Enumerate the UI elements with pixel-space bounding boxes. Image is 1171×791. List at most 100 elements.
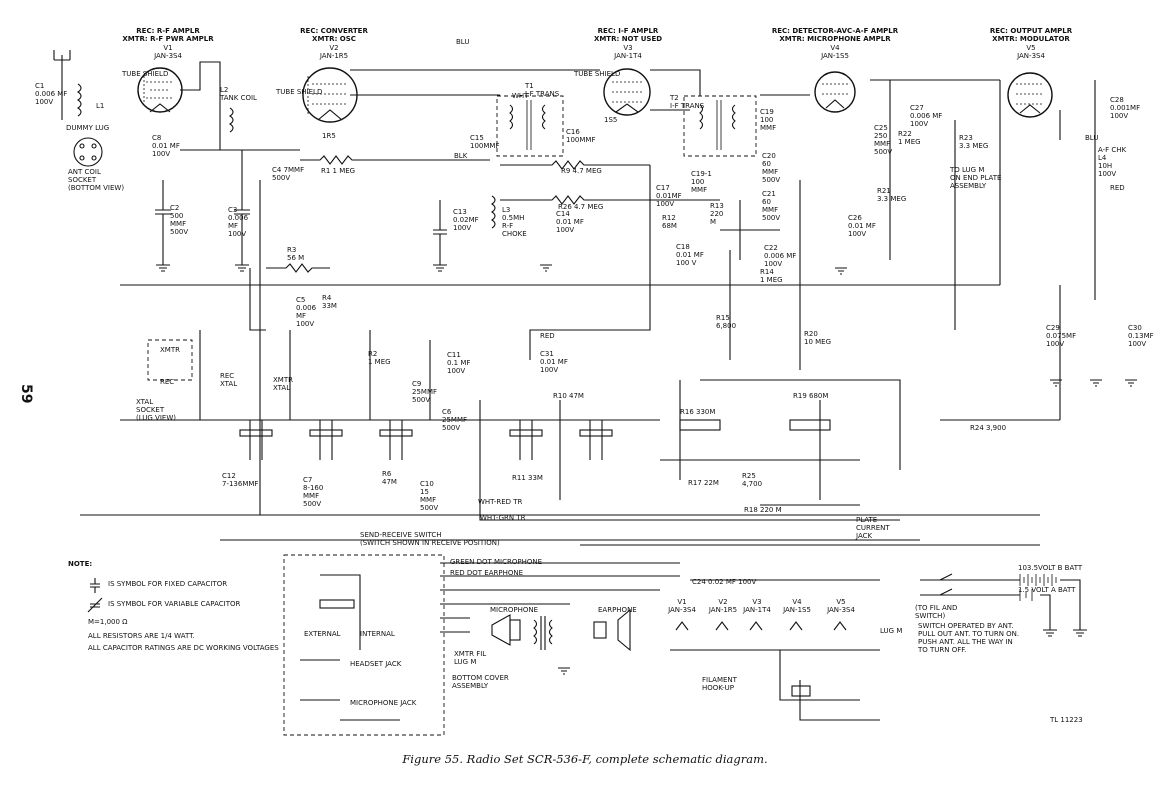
wht-grn-label: WHT-GRN TR: [480, 514, 526, 522]
v5-title1: REC: OUTPUT AMPLR: [990, 27, 1073, 35]
notes-block: NOTE: IS SYMBOL FOR FIXED CAPACITOR IS S…: [68, 560, 279, 652]
v3-title1: REC: I-F AMPLR: [598, 27, 659, 35]
r16-label: R16 330M: [680, 408, 715, 416]
figure-caption: Figure 55. Radio Set SCR-536-F, complete…: [401, 752, 767, 766]
tube-v2-symbol: TUBE SHIELD 1R5: [275, 67, 358, 140]
transformer-mic: [533, 616, 570, 675]
page-number: 59: [18, 384, 34, 403]
v4-title2: XMTR: MICROPHONE AMPLR: [779, 35, 891, 43]
v3-ref: V3: [623, 44, 632, 52]
dummy-lug-label: DUMMY LUG: [66, 124, 109, 132]
choke-l3: [491, 195, 496, 229]
headset-jack-label: HEADSET JACK: [350, 660, 402, 668]
wire-blu-label: BLU: [456, 38, 469, 46]
r19-label: R19 680M: [793, 392, 828, 400]
v3-title2: XMTR: NOT USED: [594, 35, 662, 43]
v3-base: 1S5: [604, 116, 617, 124]
wire-lower-bus: [120, 285, 1061, 546]
r11-label: R11 33M: [512, 474, 543, 482]
switch-wafers: [239, 419, 831, 460]
r9-label: R9 4.7 MEG: [561, 167, 602, 175]
fil-lug-m: LUG M: [880, 627, 902, 635]
battery-section: 103.5VOLT B BATT 1.5 VOLT A BATT (TO FIL…: [915, 564, 1087, 654]
note-title: NOTE:: [68, 560, 92, 568]
v5-title2: XMTR: MODULATOR: [992, 35, 1070, 43]
r18-label: R18 220 M: [744, 506, 782, 514]
c24-label: C24 0.02 MF 100V: [692, 578, 756, 586]
green-dot-label: GREEN DOT MICROPHONE: [450, 558, 542, 566]
note-line-2: IS SYMBOL FOR VARIABLE CAPACITOR: [108, 600, 240, 608]
wire-rf-bus: [529, 69, 1096, 370]
coil-l1: [77, 83, 82, 117]
external-label: EXTERNAL: [304, 630, 341, 638]
earphone-label: EARPHONE: [598, 606, 637, 614]
send-receive-title: SEND-RECEIVE SWITCH(SWITCH SHOWN IN RECE…: [360, 531, 500, 547]
switch-note: SWITCH OPERATED BY ANT.PULL OUT ANT. TO …: [917, 622, 1019, 654]
wht-red-label: WHT-RED TR: [478, 498, 523, 506]
v4-ref: V4: [830, 44, 840, 52]
tube-v5-symbol: [1007, 72, 1053, 118]
internal-label: INTERNAL: [360, 630, 395, 638]
wire-red-label: RED: [1110, 184, 1125, 192]
v3-type: JAN-1T4: [613, 52, 642, 60]
tube-v4-symbol: [814, 71, 856, 113]
note-line-5: ALL CAPACITOR RATINGS ARE DC WORKING VOL…: [88, 644, 279, 652]
note-line-1: IS SYMBOL FOR FIXED CAPACITOR: [108, 580, 227, 588]
v1-title2: XMTR: R-F PWR AMPLR: [122, 35, 214, 43]
v2-ref: V2: [329, 44, 338, 52]
v1-shield: TUBE SHIELD: [121, 70, 168, 78]
ground-c13: [433, 264, 447, 272]
v5-type: JAN-3S4: [1016, 52, 1045, 60]
r24-label: R24 3,900: [970, 424, 1006, 432]
v2-title2: XMTR: OSC: [312, 35, 356, 43]
earphone-icon: EARPHONE: [593, 606, 637, 652]
capacitor-c2-symbol: [155, 180, 171, 272]
coil-l2: [229, 107, 234, 133]
microphone-jack-label: MICROPHONE JACK: [350, 699, 417, 707]
v2-type: JAN-1R5: [319, 52, 348, 60]
v4-type: JAN-1S5: [820, 52, 849, 60]
resistor-r9: [500, 160, 650, 170]
resistor-r26: [500, 195, 720, 205]
a-batt-label: 1.5 VOLT A BATT: [1018, 586, 1076, 594]
